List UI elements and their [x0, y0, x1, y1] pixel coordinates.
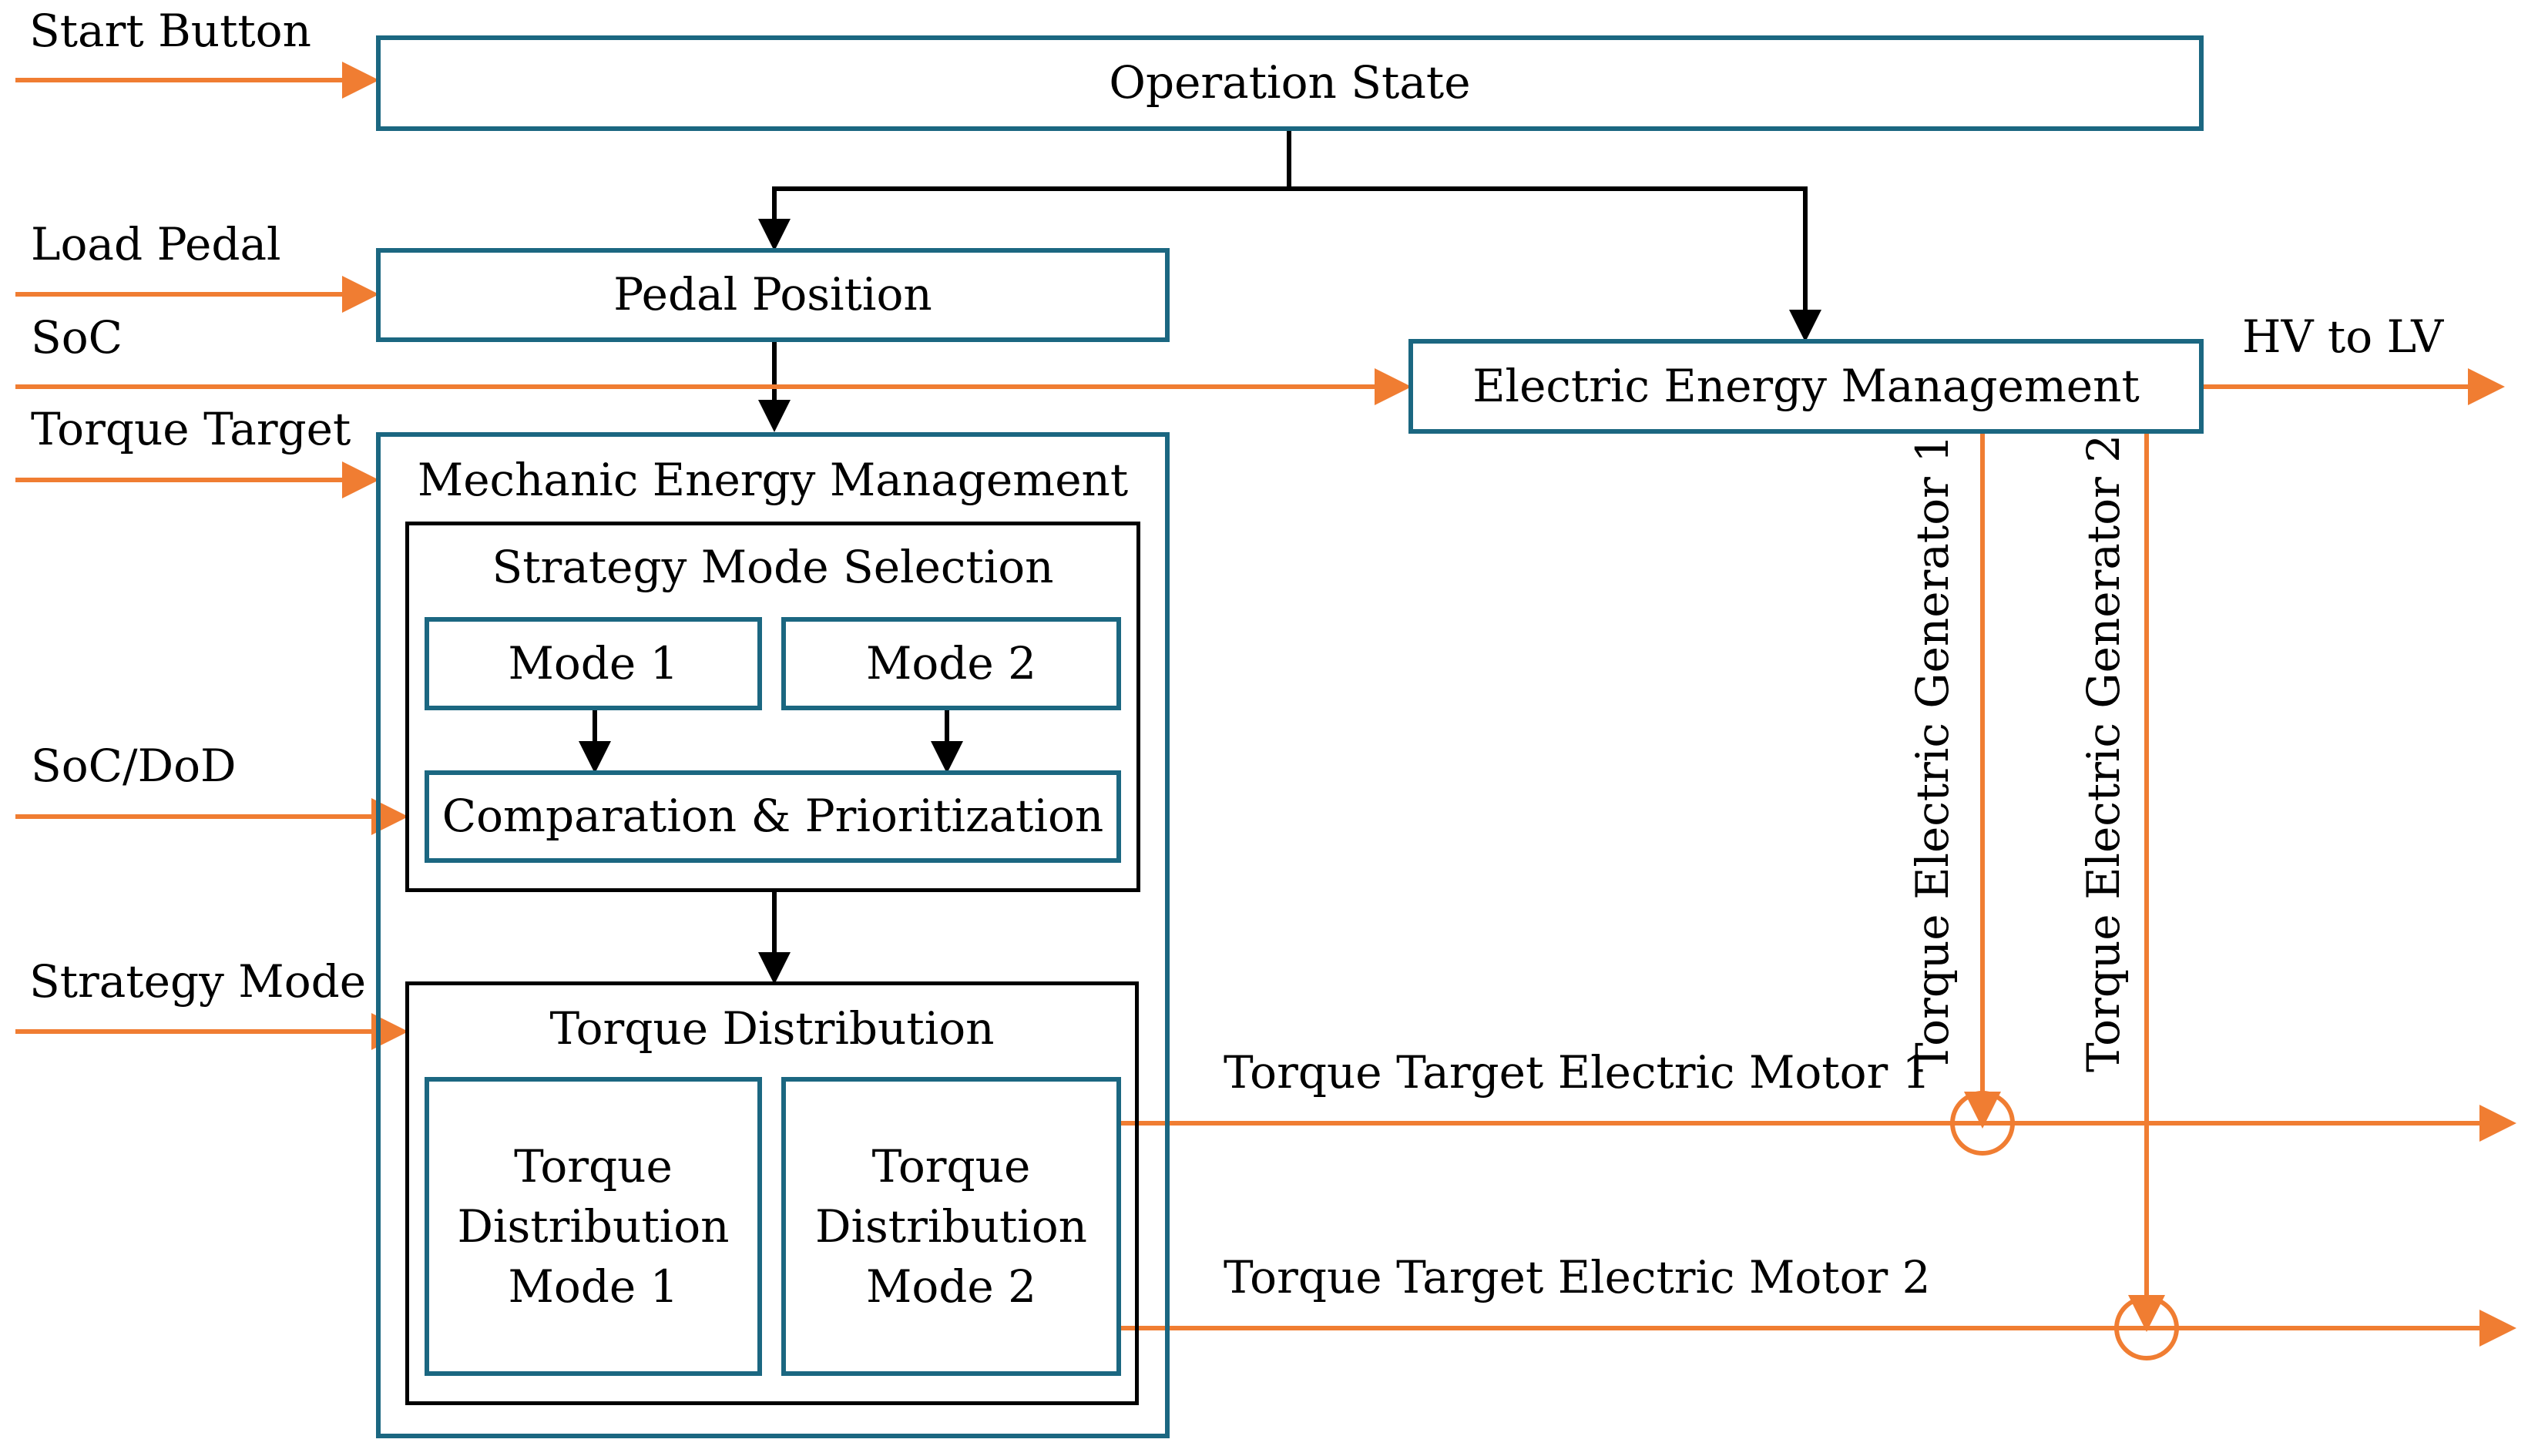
output-eg2-label: Torque Electric Generator 2: [2077, 434, 2130, 1072]
pedal-position-block: Pedal Position: [376, 248, 1170, 342]
torque-distribution-label: Torque Distribution: [549, 1002, 995, 1055]
torque-distribution-mode2-label: Torque Distribution Mode 2: [814, 1139, 1087, 1313]
torque-distribution-mode2-block: Torque Distribution Mode 2: [781, 1077, 1121, 1376]
torque-distribution-mode1-block: Torque Distribution Mode 1: [425, 1077, 762, 1376]
output-em2-label: Torque Target Electric Motor 2: [1224, 1251, 1931, 1303]
strategy-mode-selection-label: Strategy Mode Selection: [492, 541, 1054, 593]
mechanic-energy-management-block: Mechanic Energy Management: [376, 432, 1170, 1438]
control-flow-arrows: [579, 131, 1821, 985]
electric-energy-management-label: Electric Energy Management: [1472, 359, 2140, 412]
operation-state-block: Operation State: [376, 35, 2204, 131]
input-soc-dod-label: SoC/DoD: [31, 740, 237, 792]
input-torque-target-label: Torque Target: [31, 403, 351, 455]
sum-junction-1: [1950, 1091, 2015, 1156]
comparation-prioritization-label: Comparation & Prioritization: [441, 790, 1104, 843]
mode1-label: Mode 1: [508, 636, 679, 689]
operation-state-label: Operation State: [1109, 56, 1471, 109]
comparation-prioritization-block: Comparation & Prioritization: [425, 770, 1121, 863]
strategy-mode-selection-block: Strategy Mode Selection: [405, 522, 1140, 892]
pedal-position-label: Pedal Position: [613, 268, 932, 321]
input-load-pedal-label: Load Pedal: [31, 218, 281, 270]
torque-distribution-mode1-label: Torque Distribution Mode 1: [457, 1139, 730, 1313]
signal-arrows: [15, 62, 2516, 1360]
arrow-to-pedal-position: [758, 186, 1289, 251]
torque-distribution-block: Torque Distribution: [405, 981, 1139, 1405]
mode1-block: Mode 1: [425, 617, 762, 710]
mode2-label: Mode 2: [865, 636, 1037, 689]
input-soc-label: SoC: [31, 311, 123, 364]
input-start-button-label: Start Button: [29, 5, 311, 57]
sum-junction-2: [2114, 1296, 2179, 1360]
mechanic-energy-management-label: Mechanic Energy Management: [417, 454, 1129, 506]
output-eg1-label: Torque Electric Generator 1: [1906, 434, 1959, 1072]
electric-energy-management-block: Electric Energy Management: [1408, 339, 2204, 434]
mode2-block: Mode 2: [781, 617, 1121, 710]
output-em1-label: Torque Target Electric Motor 1: [1224, 1046, 1931, 1099]
arrow-to-electric-management: [1289, 186, 1821, 342]
output-hv-to-lv-label: HV to LV: [2242, 310, 2444, 363]
input-strategy-mode-label: Strategy Mode: [29, 955, 367, 1008]
